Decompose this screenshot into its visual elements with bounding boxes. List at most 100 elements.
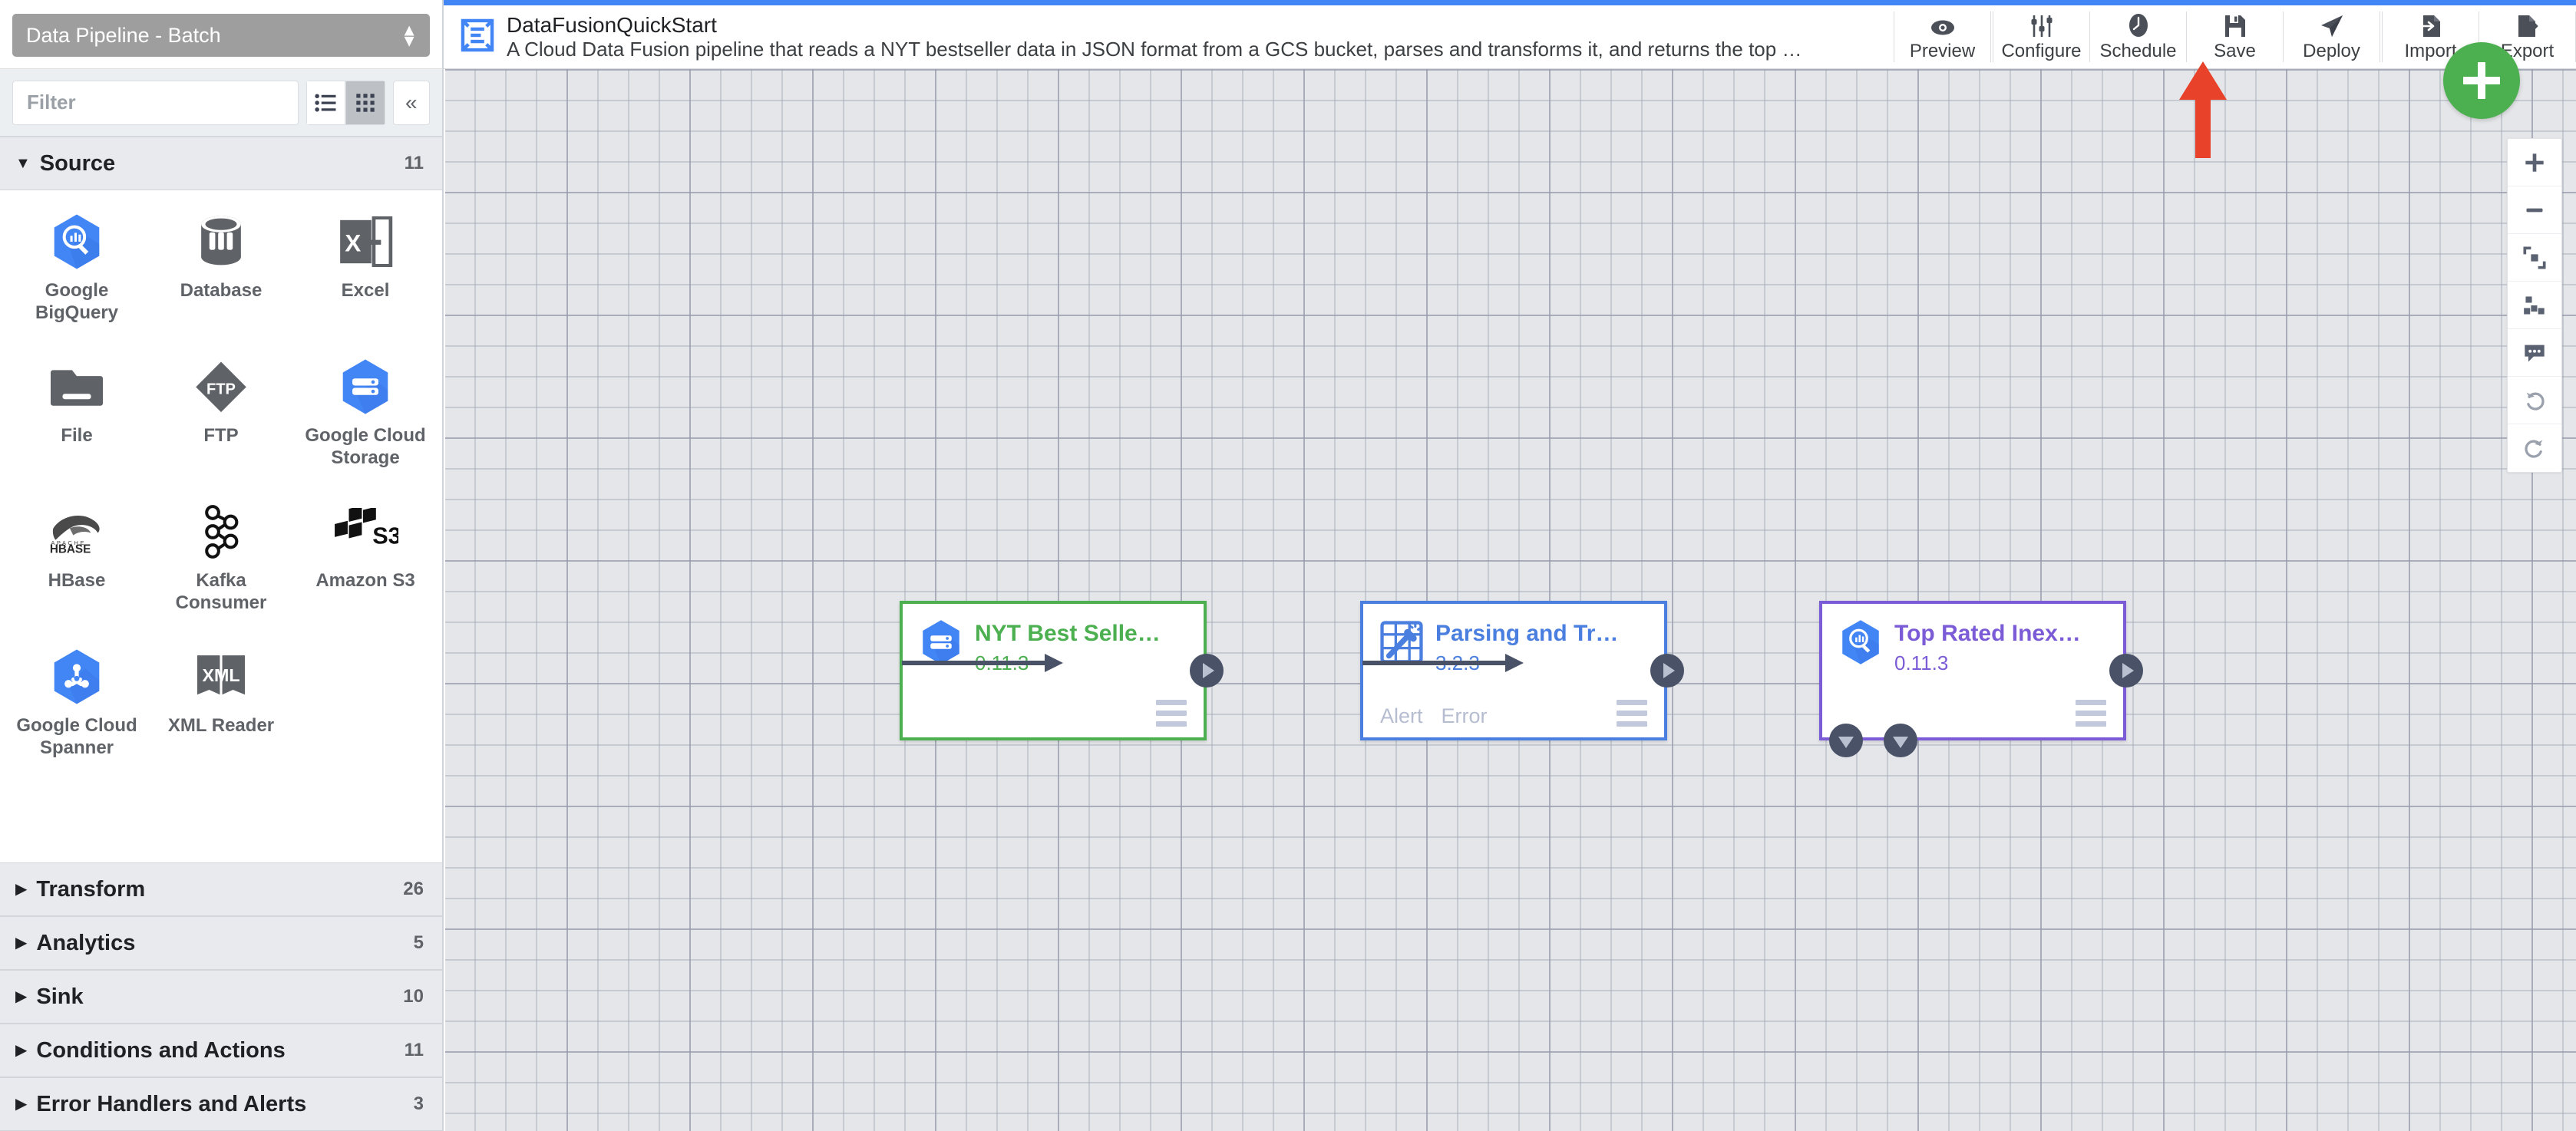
sidebar-section-transform[interactable]: ▶ Transform 26: [0, 862, 442, 916]
plugin-label: File: [61, 425, 93, 446]
node-name: Top Rated Inex…: [1894, 621, 2081, 646]
floppy-disk-icon: [2224, 12, 2246, 38]
pipeline-type-select[interactable]: Data Pipeline - Batch ▲▼: [12, 14, 430, 57]
pipeline-title-block: DataFusionQuickStart A Cloud Data Fusion…: [444, 5, 1894, 68]
node-output-port-source[interactable]: [1190, 654, 1224, 688]
save-button[interactable]: Save: [2187, 5, 2283, 68]
plugin-google-cloud-spanner[interactable]: Google Cloud Spanner: [5, 639, 149, 784]
section-title: Analytics: [36, 930, 136, 955]
node-alert-port[interactable]: [1829, 724, 1863, 757]
divider: [2283, 12, 2284, 62]
svg-text:APACHE: APACHE: [51, 539, 85, 546]
zoom-out-button[interactable]: [2508, 186, 2561, 234]
add-plugin-fab-button[interactable]: [2443, 42, 2520, 119]
list-view-icon[interactable]: [306, 80, 346, 125]
undo-button[interactable]: [2508, 377, 2561, 424]
plugin-sidebar: Data Pipeline - Batch ▲▼: [0, 0, 444, 1131]
plugin-google-bigquery[interactable]: Google BigQuery: [5, 204, 149, 349]
comments-button[interactable]: [2508, 329, 2561, 377]
plugin-label: Google Cloud Spanner: [16, 715, 137, 759]
plugin-file[interactable]: File: [5, 349, 149, 494]
hbase-icon: APACHE HBASE: [46, 502, 107, 562]
sidebar-section-conditions-and-actions[interactable]: ▶ Conditions and Actions 11: [0, 1024, 442, 1077]
node-port-label-error: Error: [1441, 704, 1488, 727]
eye-icon: [1930, 12, 1956, 38]
node-output-port-sink[interactable]: [2109, 654, 2143, 688]
plugin-label: Amazon S3: [315, 570, 415, 591]
node-menu-icon[interactable]: [1156, 700, 1187, 727]
excel-icon: X: [338, 212, 393, 272]
file-folder-icon: [51, 357, 103, 417]
fit-to-screen-button[interactable]: [2508, 234, 2561, 282]
caret-right-icon: ▶: [15, 988, 28, 1005]
pipeline-node-transform[interactable]: Parsing and Tr… 3.2.3 Alert Error: [1360, 601, 1667, 740]
svg-text:HBASE: HBASE: [50, 542, 91, 554]
wrangler-icon: [1380, 621, 1423, 664]
google-cloud-storage-icon: [339, 357, 392, 417]
grid-view-icon[interactable]: [345, 80, 385, 125]
sidebar-section-source[interactable]: ▼ Source 11: [0, 137, 442, 190]
align-nodes-button[interactable]: [2508, 282, 2561, 329]
section-title: Source: [39, 150, 116, 176]
plugin-database[interactable]: Database: [149, 204, 293, 349]
plugin-hbase[interactable]: APACHE HBASE HBase: [5, 494, 149, 639]
node-menu-icon[interactable]: [2076, 700, 2106, 727]
plugin-kafka-consumer[interactable]: Kafka Consumer: [149, 494, 293, 639]
caret-right-icon: ▶: [15, 1042, 28, 1059]
redo-icon: [2525, 440, 2543, 458]
plugin-amazon-s3[interactable]: S3 Amazon S3: [293, 494, 438, 639]
section-title: Transform: [36, 876, 146, 902]
zoom-in-button[interactable]: [2508, 139, 2561, 186]
schedule-label: Schedule: [2099, 41, 2177, 61]
preview-button[interactable]: Preview: [1894, 5, 1990, 68]
svg-text:FTP: FTP: [206, 381, 236, 397]
plugin-xml-reader[interactable]: XML XML Reader: [149, 639, 293, 784]
section-count: 5: [413, 932, 424, 953]
sidebar-section-sink[interactable]: ▶ Sink 10: [0, 970, 442, 1024]
section-title: Sink: [36, 984, 84, 1009]
save-label: Save: [2214, 41, 2256, 61]
connector-transform-to-sink: [1362, 654, 1524, 672]
plugin-excel[interactable]: X Excel: [293, 204, 438, 349]
redo-button[interactable]: [2508, 424, 2561, 472]
pipeline-node-sink[interactable]: Top Rated Inex… 0.11.3: [1819, 601, 2126, 740]
deploy-button[interactable]: Deploy: [2284, 5, 2379, 68]
plugin-ftp[interactable]: FTP FTP: [149, 349, 293, 494]
plugin-label: XML Reader: [167, 715, 275, 736]
sidebar-section-analytics[interactable]: ▶ Analytics 5: [0, 916, 442, 970]
section-count: 10: [403, 986, 424, 1007]
fit-screen-icon: [2523, 246, 2546, 269]
schedule-button[interactable]: Schedule: [2090, 5, 2186, 68]
filter-input[interactable]: [12, 80, 299, 125]
plugin-grid: Google BigQuery Database: [0, 190, 442, 862]
caret-right-icon: ▶: [15, 881, 28, 898]
paper-plane-icon: [2320, 12, 2344, 38]
svg-text:S3: S3: [372, 522, 398, 549]
svg-text:X: X: [345, 230, 361, 257]
plugin-label: Kafka Consumer: [175, 570, 267, 614]
section-title: Error Handlers and Alerts: [36, 1091, 307, 1116]
section-title: Conditions and Actions: [36, 1037, 286, 1063]
node-menu-icon[interactable]: [1617, 700, 1647, 727]
node-port-label-alert: Alert: [1380, 704, 1423, 727]
collapse-panel-icon[interactable]: «: [392, 80, 430, 125]
pipeline-canvas[interactable]: NYT Best Selle… 0.11.3: [445, 69, 2576, 1131]
pipeline-type-label: Data Pipeline - Batch: [26, 23, 221, 47]
google-bigquery-icon: [1839, 620, 1882, 664]
sidebar-section-error-handlers-and-alerts[interactable]: ▶ Error Handlers and Alerts 3: [0, 1077, 442, 1131]
plugin-label: Google BigQuery: [35, 280, 119, 324]
top-accent-bar: [0, 0, 2576, 5]
configure-button[interactable]: Configure: [1993, 5, 2089, 68]
amazon-s3-icon: S3: [332, 502, 398, 562]
plugin-google-cloud-storage[interactable]: Google Cloud Storage: [293, 349, 438, 494]
node-name: NYT Best Selle…: [975, 621, 1161, 646]
xml-reader-icon: XML: [196, 647, 246, 707]
node-error-port[interactable]: [1884, 724, 1917, 757]
node-output-port-transform[interactable]: [1650, 654, 1684, 688]
pipeline-node-source[interactable]: NYT Best Selle… 0.11.3: [900, 601, 1207, 740]
caret-down-icon: ▼: [15, 155, 31, 172]
plus-icon: [2525, 153, 2544, 172]
node-ports: Alert Error: [1380, 706, 1488, 727]
divider: [2186, 12, 2187, 62]
data-fusion-pipeline-icon: [461, 18, 494, 56]
